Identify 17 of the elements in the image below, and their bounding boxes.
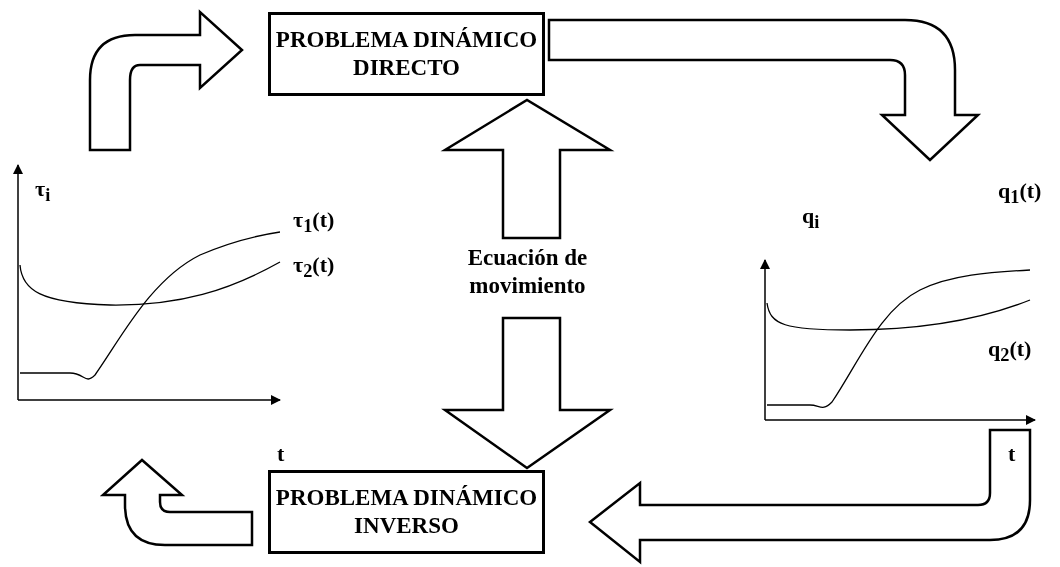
block-arrow <box>440 98 615 240</box>
process-box: PROBLEMA DINÁMICO INVERSO <box>268 470 545 554</box>
curve-label: τ$_{2}$(t) <box>293 253 335 284</box>
axis-label: τ$_{i}$ <box>35 177 51 208</box>
curve-label: q$_{2}$(t) <box>988 337 1032 368</box>
curve-label: q$_{1}$(t) <box>998 179 1042 210</box>
block-arrow <box>441 316 614 470</box>
axis-label: q$_{i}$ <box>802 204 820 235</box>
axis-label: t <box>1008 442 1016 466</box>
process-box: PROBLEMA DINÁMICO DIRECTO <box>268 12 545 96</box>
equation-label: Ecuación de movimiento <box>440 244 615 306</box>
curve-label: τ$_{1}$(t) <box>293 208 335 239</box>
block-arrow <box>88 10 244 152</box>
block-arrow <box>101 458 254 547</box>
block-arrow <box>547 18 980 162</box>
block-arrow <box>588 428 1032 564</box>
axis-label: t <box>277 442 285 466</box>
